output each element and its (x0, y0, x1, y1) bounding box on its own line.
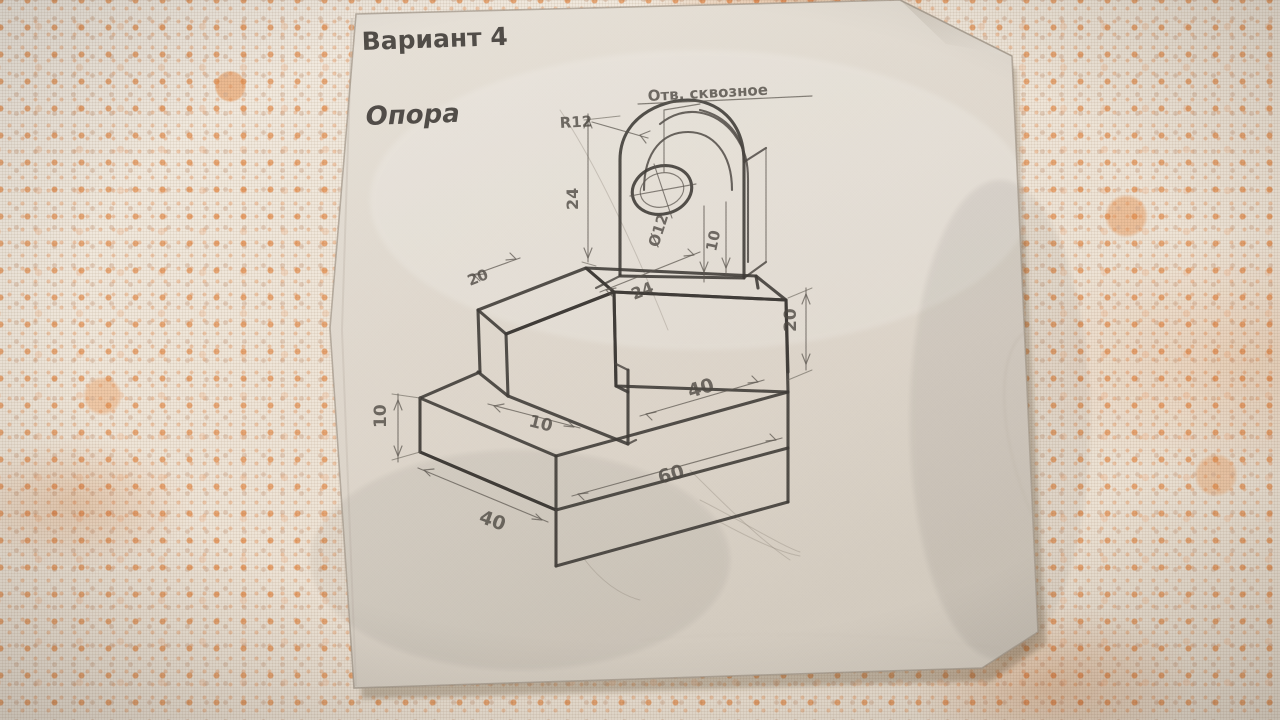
dim-step-left-label: 20 (465, 265, 491, 290)
dim-arch-height-label: 24 (563, 188, 582, 210)
ghost-erased-strokes (559, 109, 801, 601)
through-hole-circle (630, 164, 694, 216)
part-name-title: Опора (365, 99, 460, 132)
through-hole-note: Отв. сквозное (647, 81, 768, 105)
dim-top-depth-label: 24 (628, 278, 656, 304)
dim-slot-width-label: 10 (527, 411, 555, 436)
arch-radius-label: R12 (559, 112, 592, 132)
dim-right-depth-label: 40 (685, 374, 717, 403)
hole-diameter-label: Ø12 (645, 212, 673, 250)
stepped-block-body (418, 266, 790, 568)
dim-base-height-label: 10 (371, 404, 391, 428)
dimension-lines (391, 95, 813, 523)
variant-title: Вариант 4 (361, 22, 508, 56)
dim-body-height-label: 20 (781, 308, 801, 332)
dim-base-width-label: 40 (476, 506, 508, 536)
dim-plate-thickness-label: 10 (702, 229, 724, 253)
arched-plate (594, 98, 768, 290)
dim-base-length-label: 60 (655, 460, 686, 488)
